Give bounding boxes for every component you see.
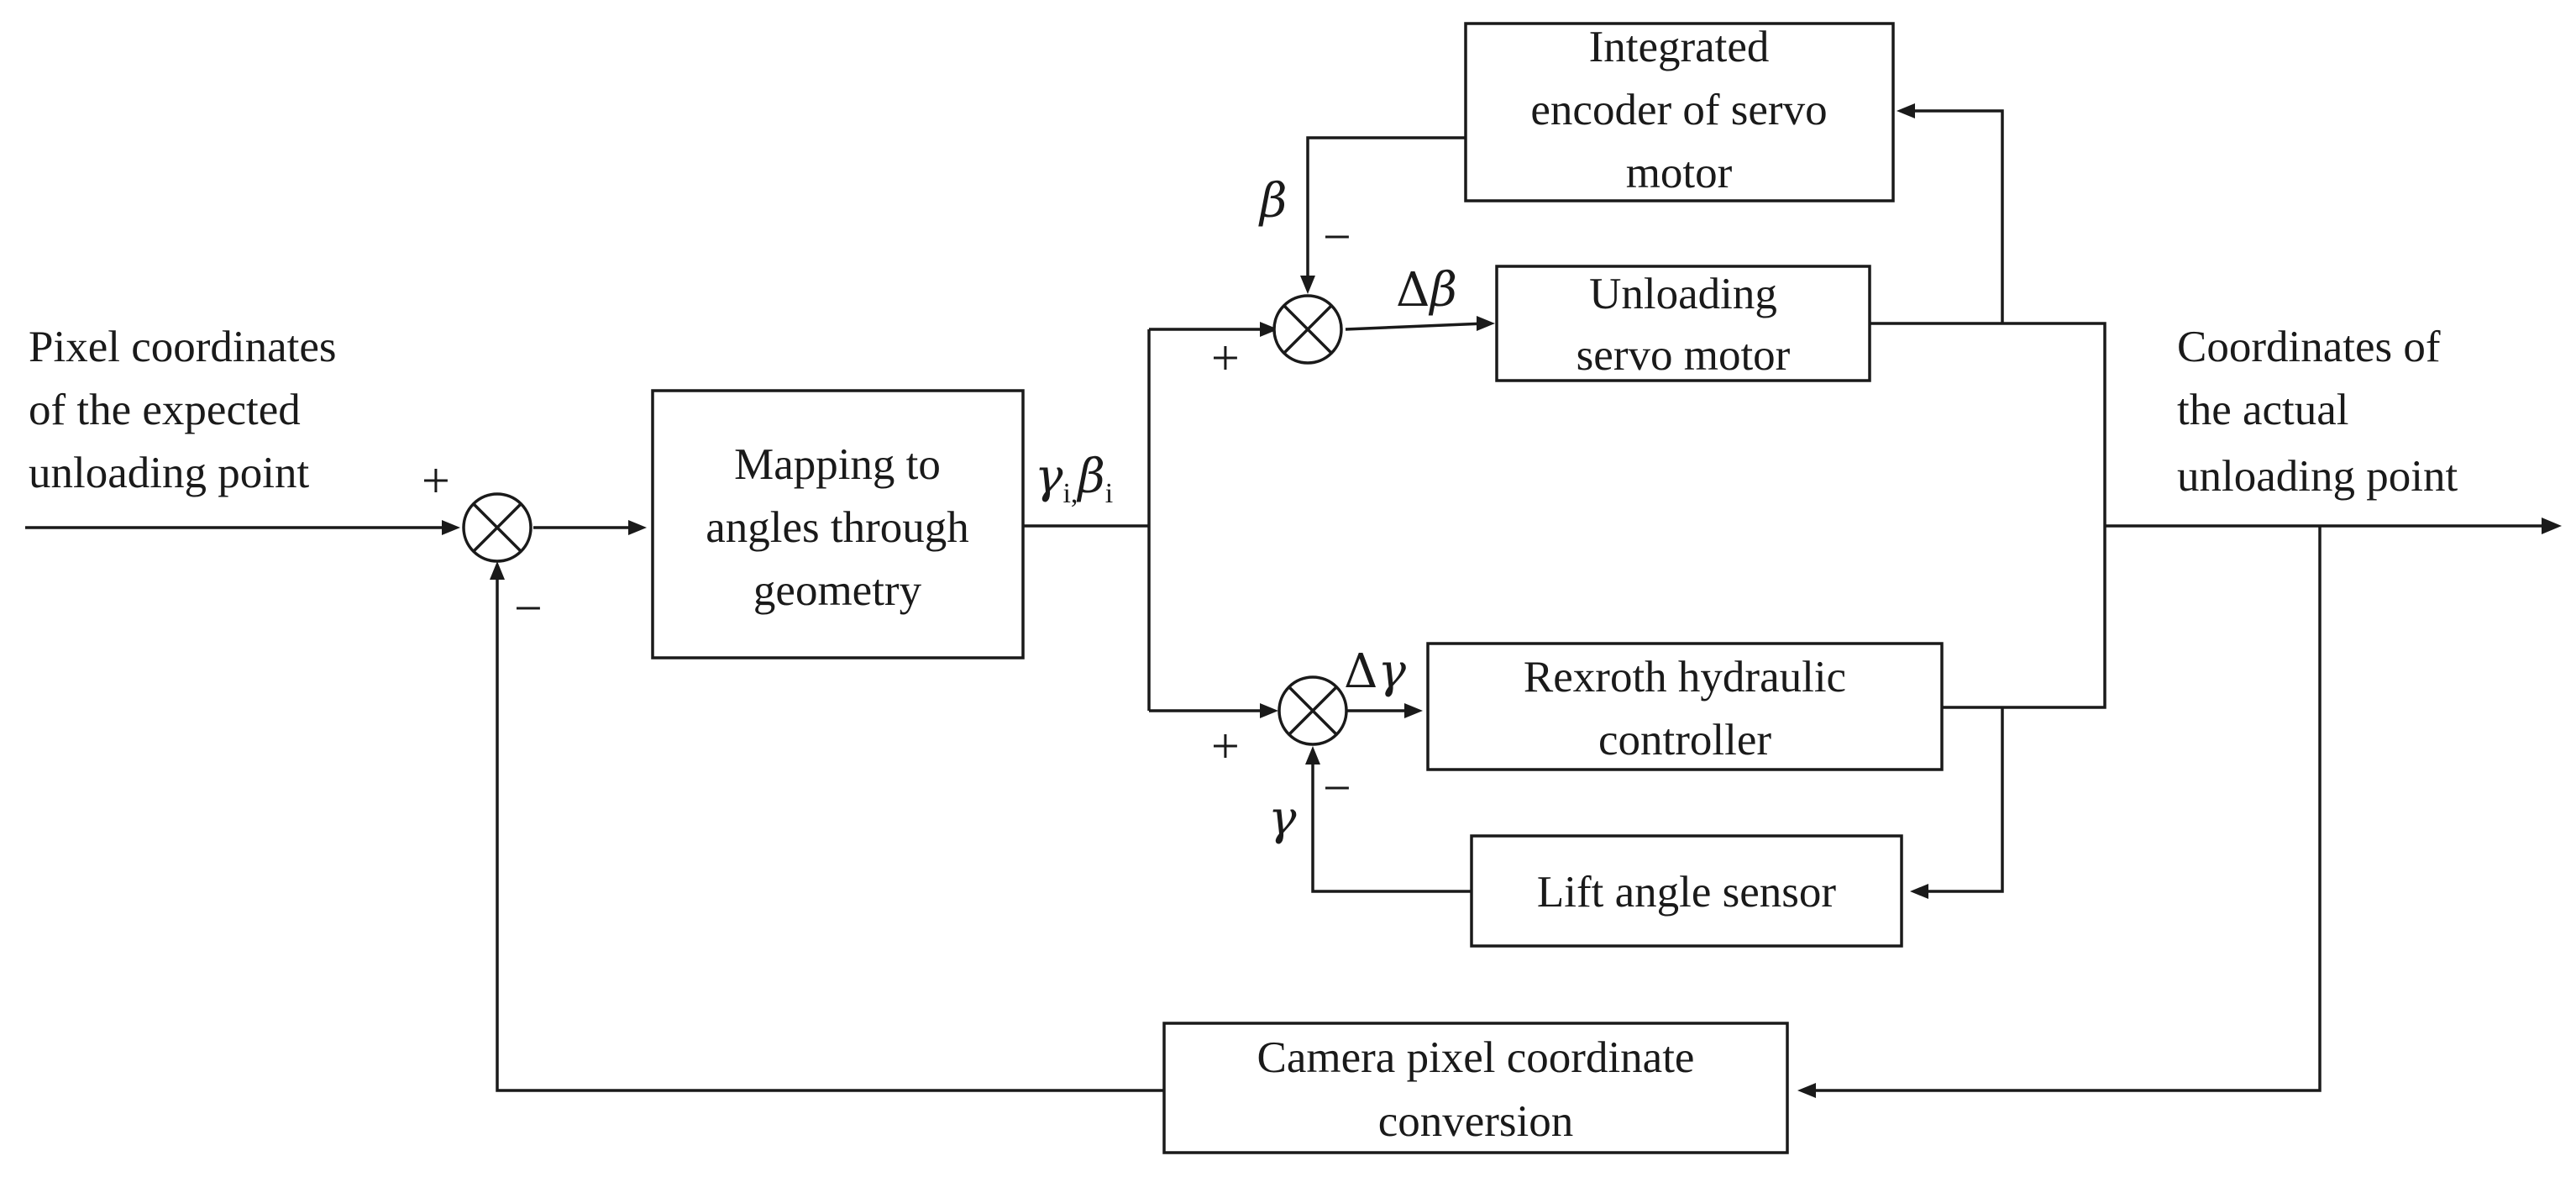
wire-delta-beta [1345,322,1486,331]
output-label-line-1: Coordinates of [2177,323,2441,371]
servo-line-1: Unloading [1589,270,1777,318]
wire-camera-feedback [496,569,1164,1092]
sign-gamma-plus: + [1211,718,1240,774]
wire-lift-feedback [1311,753,1472,893]
encoder-line-3: motor [1626,149,1733,197]
mapping-line-2: angles through [706,503,969,552]
label-beta-feedback: β [1258,174,1287,229]
delta-symbol-beta: Δ [1396,263,1430,318]
sum-junction-beta [1272,294,1343,365]
beta-i-subscript: i [1105,478,1113,509]
input-label-line-1: Pixel coordinates [29,323,337,371]
arrowhead-encoder [1897,103,1915,118]
input-label-line-3: unloading point [29,449,309,497]
svg-text:Δγ: Δγ [1344,644,1406,699]
delta-symbol-gamma: Δ [1344,644,1377,699]
gamma-beta-separator: , [1071,478,1078,509]
mapping-line-3: geometry [753,566,922,615]
camera-line-2: conversion [1378,1097,1574,1146]
block-camera-conversion: Camera pixel coordinate conversion [1162,1022,1789,1154]
sum-junction-gamma [1278,675,1348,746]
hydraulic-line-1: Rexroth hydraulic [1524,653,1846,701]
sign-beta-minus: − [1323,209,1351,265]
camera-line-1: Camera pixel coordinate [1257,1033,1695,1082]
output-label-line-3: unloading point [2177,452,2458,501]
delta-gamma-symbol: γ [1377,644,1406,699]
arrowhead-encoder-feedback [1300,276,1315,294]
label-gamma-feedback: γ [1268,791,1297,846]
hydraulic-line-2: controller [1598,716,1771,765]
sign-main-plus: + [422,453,450,508]
output-label-line-2: the actual [2177,386,2349,434]
servo-line-2: servo motor [1577,331,1791,380]
sign-beta-plus: + [1211,330,1240,386]
beta-i-symbol: β [1076,449,1104,504]
lift-sensor-label: Lift angle sensor [1537,868,1837,917]
arrowhead-beta-sum [1260,322,1278,337]
wire-encoder-tap [1905,109,2004,323]
gamma-i-subscript: i [1062,478,1070,509]
label-delta-gamma: Δγ [1344,644,1406,699]
delta-beta-symbol: β [1428,263,1456,318]
block-hydraulic-controller: Rexroth hydraulic controller [1426,642,1944,771]
wire-hydraulic-output [1942,526,2106,709]
arrowhead-lift [1910,884,1928,899]
encoder-line-2: encoder of servo [1530,86,1827,134]
block-lift-angle-sensor: Lift angle sensor [1470,834,1903,948]
sum-junction-main [462,492,533,563]
wire-encoder-feedback [1306,136,1466,287]
wire-camera-tap [1806,526,2322,1092]
svg-text:γi,βi: γi,βi [1035,449,1113,509]
arrowhead-input [442,520,460,535]
input-label: Pixel coordinates of the expected unload… [29,323,337,497]
arrowheads [442,103,2562,1098]
arrowhead-output [2542,518,2562,534]
gamma-i-symbol: γ [1035,449,1063,504]
svg-text:Δβ: Δβ [1396,263,1457,318]
block-encoder: Integrated encoder of servo motor [1464,22,1895,202]
output-label: Coordinates of the actual unloading poin… [2177,323,2458,501]
arrowhead-lift-feedback [1305,746,1320,765]
block-servo-motor: Unloading servo motor [1495,265,1871,382]
arrowhead-servo [1477,316,1495,331]
input-label-line-2: of the expected [29,386,301,434]
sign-main-minus: − [514,581,543,636]
signal-wires [25,109,2545,1092]
block-mapping: Mapping to angles through geometry [651,389,1025,659]
arrowhead-gamma-sum [1260,703,1278,718]
encoder-line-1: Integrated [1589,23,1770,71]
arrowhead-hydraulic [1404,703,1423,718]
wire-servo-output [1870,322,2106,526]
arrowhead-camera-feedback [490,561,505,580]
mapping-line-1: Mapping to [734,440,941,489]
arrowhead-camera [1797,1083,1816,1098]
wire-lift-tap [1918,707,2004,893]
label-delta-beta: Δβ [1396,263,1457,318]
label-gamma-i-beta-i: γi,βi [1035,449,1113,509]
sign-gamma-minus: − [1323,760,1351,816]
arrowhead-mapping [628,520,647,535]
